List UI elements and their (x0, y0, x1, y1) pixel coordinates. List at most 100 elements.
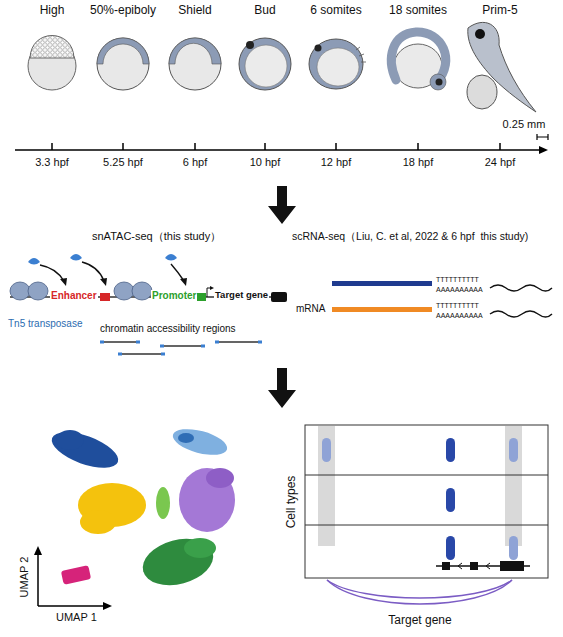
umap-axes (34, 546, 42, 555)
chromatin-illustration (132, 282, 152, 300)
chromatin-illustration (28, 282, 48, 300)
umap-clusters (178, 433, 194, 443)
embryo-shield (169, 38, 221, 90)
scale-bar (537, 134, 548, 140)
chromatin-illustration (180, 278, 187, 286)
mrna-illustration (490, 311, 552, 317)
umap-axes (103, 602, 112, 610)
element-label: Promoter (151, 290, 197, 302)
track-panel (305, 425, 548, 578)
track-panel (446, 438, 455, 462)
gene-label: Target gene (388, 614, 451, 628)
stage-label: High (40, 4, 65, 18)
timeline-axis (15, 149, 542, 151)
gene-label: Target gene (214, 290, 269, 301)
track-panel (322, 438, 331, 462)
umap-clusters (206, 468, 234, 488)
time-label: 10 hpf (250, 156, 281, 169)
track-panel (305, 425, 548, 578)
flow-arrow (268, 186, 296, 224)
embryo-6-somites (309, 39, 366, 89)
chromatin-illustration (100, 342, 262, 354)
time-label: 3.3 hpf (35, 156, 69, 169)
umap-clusters (156, 487, 170, 519)
embryo-bud (239, 38, 291, 90)
chromatin-illustration (271, 292, 287, 302)
embryo-18-somites (391, 32, 446, 90)
embryo-shield (169, 38, 221, 64)
embryo-bud (239, 38, 291, 90)
polyt-label: TTTTTTTTTT (436, 302, 479, 310)
chromatin-illustration (171, 264, 184, 281)
umap-clusters (179, 468, 235, 532)
region-label: chromatin accessibility regions (100, 323, 236, 335)
embryo-prim-5 (475, 29, 485, 39)
axis-label: Cell types (285, 476, 299, 529)
scale-bar (537, 134, 548, 140)
stage-label: Shield (178, 4, 211, 18)
umap-clusters (184, 538, 216, 558)
track-panel (509, 536, 518, 560)
embryo-high (28, 36, 76, 91)
chromatin-illustration (100, 342, 262, 354)
chromatin-illustration (40, 265, 64, 281)
interaction-arcs (327, 580, 512, 598)
gene-structure (500, 561, 524, 571)
chromatin-illustration (165, 254, 177, 261)
umap-clusters (80, 510, 116, 534)
time-label: 12 hpf (321, 156, 352, 169)
umap-clusters (47, 424, 235, 592)
embryo-6-somites (317, 48, 359, 86)
embryo-prim-5 (467, 22, 536, 112)
molecule-label: mRNA (296, 303, 325, 315)
umap-axes (37, 552, 39, 606)
track-panel (446, 536, 455, 560)
embryo-18-somites (436, 79, 443, 86)
embryo-high (30, 36, 74, 59)
polya-label: AAAAAAAAAA (436, 312, 483, 320)
track-panel (305, 525, 548, 526)
time-label: 5.25 hpf (103, 156, 143, 169)
embryo-epiboly (97, 38, 149, 90)
axis-label: UMAP 1 (56, 611, 97, 624)
axis-label: UMAP 2 (18, 557, 31, 598)
stage-label: 18 somites (389, 4, 447, 18)
chromatin-illustration (100, 293, 110, 301)
umap-clusters (61, 565, 91, 585)
time-label: 18 hpf (403, 156, 434, 169)
chromatin-illustration (70, 254, 82, 261)
track-panel (446, 488, 455, 512)
time-label: 6 hpf (183, 156, 207, 169)
method-label: scRNA-seq（Liu, C. et al, 2022 & 6 hpf th… (292, 230, 528, 242)
chromatin-illustration (28, 258, 40, 265)
track-panel (305, 475, 548, 476)
track-panel (509, 438, 518, 462)
chromatin-illustration (100, 278, 107, 286)
chromatin-illustration (82, 262, 104, 281)
timeline-axis (15, 143, 548, 154)
interaction-arcs (327, 580, 512, 604)
gene-structure (458, 563, 490, 569)
stage-label: Prim-5 (482, 4, 517, 18)
embryo-6-somites (356, 47, 366, 62)
chromatin-illustration (60, 278, 67, 286)
mrna-illustration (490, 285, 552, 291)
track-panel (318, 426, 335, 546)
scale-label: 0.25 mm (503, 118, 546, 131)
stage-label: 50%-epiboly (90, 4, 156, 18)
polyt-label: TTTTTTTTTT (436, 276, 479, 284)
embryo-6-somites (309, 39, 363, 89)
embryo-prim-5 (467, 75, 497, 109)
method-label: snATAC-seq（this study） (92, 230, 221, 243)
track-panel (505, 426, 522, 546)
chromatin-illustration (197, 293, 206, 301)
umap-axes (38, 605, 106, 607)
timeline-axis (52, 143, 500, 150)
umap-axes (34, 546, 112, 610)
embryo-bud (246, 41, 254, 49)
interaction-arcs (327, 580, 512, 604)
time-label: 24 hpf (485, 156, 516, 169)
stage-label: 6 somites (310, 4, 361, 18)
mrna-illustration (332, 281, 432, 286)
enzyme-label: Tn5 transposase (8, 318, 83, 330)
